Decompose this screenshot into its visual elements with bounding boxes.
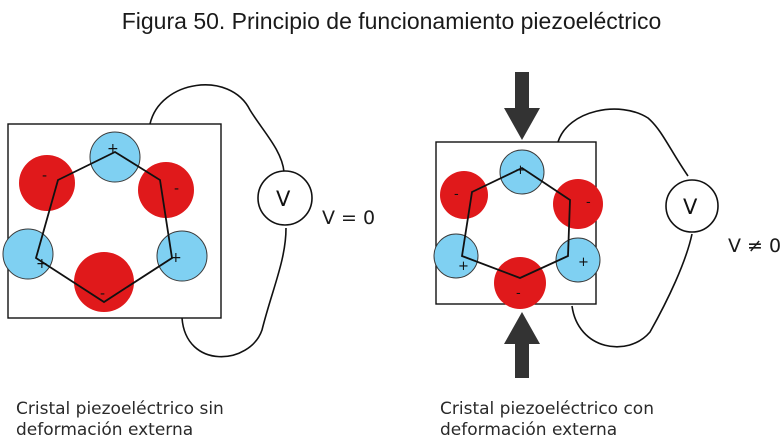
positive-ion (499, 149, 545, 195)
negative-ion (440, 171, 488, 219)
negative-ion (74, 252, 134, 312)
positive-ion (89, 131, 141, 183)
voltage-reading-nonzero: V ≠ 0 (728, 235, 782, 257)
voltmeter (257, 170, 313, 226)
voltmeter-symbol: V (683, 195, 698, 219)
positive-ion (156, 230, 208, 282)
hexagon-bonds (34, 150, 173, 304)
negative-ion (553, 179, 603, 229)
charge-label: - (454, 187, 459, 202)
charge-label: + (515, 163, 526, 178)
hexagon-bonds (460, 166, 571, 279)
positive-ion (555, 237, 601, 283)
negative-ion (138, 162, 194, 218)
figure-title: Figura 50. Principio de funcionamiento p… (121, 8, 662, 34)
wire-top (557, 108, 689, 177)
wire-bottom (181, 227, 287, 358)
crystal-diagram-deformed: - + - + + - V (433, 72, 719, 378)
positive-ion (433, 233, 479, 279)
voltmeter-symbol: V (276, 187, 291, 211)
charge-label: - (42, 168, 47, 184)
charge-label: + (458, 259, 469, 274)
charge-label: + (107, 141, 119, 157)
caption-undeformed-line2: deformación externa (16, 420, 194, 440)
negative-ion (494, 257, 546, 309)
wire-bottom (571, 233, 693, 348)
charge-label: - (174, 181, 179, 197)
charge-label: - (586, 195, 591, 210)
caption-undeformed-line1: Cristal piezoeléctrico sin (16, 399, 224, 419)
compression-arrow-up (504, 312, 540, 378)
wire-top (149, 84, 285, 173)
caption-deformed-line1: Cristal piezoeléctrico con (440, 399, 654, 419)
voltage-reading-zero: V = 0 (322, 207, 376, 229)
charge-label: + (36, 256, 48, 272)
caption-deformed-line2: deformación externa (440, 420, 618, 440)
charge-label: + (170, 250, 182, 266)
charge-label: - (516, 286, 521, 301)
charge-label: + (578, 255, 589, 270)
compression-arrow-down (504, 72, 540, 140)
crystal-diagram-undeformed: - + - + + - V (2, 84, 313, 358)
negative-ion (19, 155, 75, 211)
charge-label: - (100, 286, 105, 302)
voltmeter (665, 179, 719, 233)
